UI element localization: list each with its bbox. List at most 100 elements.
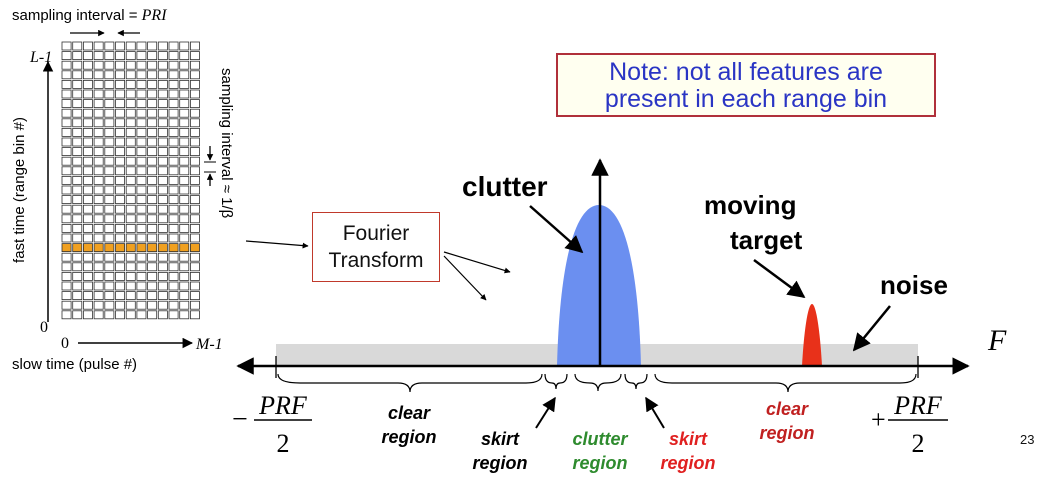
matrix-cell — [136, 195, 147, 205]
matrix-cell — [157, 156, 168, 166]
matrix-cell — [179, 281, 190, 291]
matrix-cell — [104, 147, 115, 157]
matrix-cell — [189, 80, 200, 89]
matrix-cell — [115, 233, 126, 243]
matrix-cell — [157, 214, 168, 224]
matrix-cell — [136, 175, 147, 185]
matrix-cell — [104, 233, 115, 243]
frequency-axis-label: F — [987, 324, 1007, 357]
matrix-cell — [125, 70, 136, 80]
matrix-cell — [72, 70, 83, 80]
matrix-cell — [168, 291, 179, 301]
matrix-cell — [93, 156, 104, 166]
matrix-cell — [115, 70, 126, 80]
highlighted-range-bin-cell — [104, 243, 115, 253]
highlighted-range-bin-cell — [179, 243, 190, 253]
matrix-cell — [147, 300, 158, 310]
matrix-cell — [168, 195, 179, 205]
matrix-cell — [72, 195, 83, 205]
matrix-cell — [168, 156, 179, 166]
matrix-cell — [189, 310, 200, 320]
clutter-region-line2: region — [572, 453, 627, 473]
matrix-cell — [61, 204, 72, 214]
matrix-cell — [189, 51, 200, 60]
matrix-cell — [72, 108, 83, 118]
matrix-cell — [115, 80, 126, 89]
matrix-cell — [104, 99, 115, 108]
matrix-cell — [147, 185, 158, 195]
matrix-cell — [115, 60, 126, 70]
matrix-cell — [125, 175, 136, 185]
matrix-cell — [168, 300, 179, 310]
skirt-region-left-line2: region — [472, 453, 527, 473]
matrix-cell — [168, 310, 179, 320]
matrix-cell — [189, 252, 200, 262]
clear-region-right-line2: region — [759, 423, 814, 443]
matrix-cell — [189, 262, 200, 272]
matrix-cell — [61, 166, 72, 176]
matrix-cell — [93, 89, 104, 99]
matrix-cell — [136, 70, 147, 80]
matrix-cell — [147, 60, 158, 70]
matrix-cell — [115, 223, 126, 233]
matrix-cell — [83, 223, 93, 233]
highlighted-range-bin-cell — [83, 243, 93, 253]
matrix-cell — [115, 99, 126, 108]
matrix-cell — [179, 204, 190, 214]
matrix-cell — [125, 41, 136, 51]
matrix-cell — [189, 281, 200, 291]
matrix-cell — [179, 156, 190, 166]
matrix-cell — [115, 108, 126, 118]
matrix-cell — [93, 60, 104, 70]
moving-target-label-line1: moving — [704, 190, 796, 220]
matrix-cell — [136, 118, 147, 128]
matrix-cell — [168, 108, 179, 118]
moving-target-pointer-arrow — [753, 258, 806, 299]
matrix-cell — [61, 137, 72, 147]
matrix-cell — [115, 51, 126, 60]
y-max-label: L-1 — [29, 49, 52, 66]
matrix-cell — [72, 291, 83, 301]
matrix-cell — [179, 252, 190, 262]
matrix-cell — [147, 137, 158, 147]
matrix-cell — [136, 41, 147, 51]
matrix-cell — [157, 291, 168, 301]
matrix-cell — [189, 89, 200, 99]
clear-region-right-brace — [654, 373, 917, 393]
matrix-cell — [147, 127, 158, 137]
matrix-cell — [115, 185, 126, 195]
matrix-cell — [115, 147, 126, 157]
matrix-cell — [136, 281, 147, 291]
matrix-cell — [179, 60, 190, 70]
matrix-cell — [93, 252, 104, 262]
matrix-cell — [115, 195, 126, 205]
matrix-cell — [115, 214, 126, 224]
matrix-cell — [83, 60, 93, 70]
matrix-cell — [61, 147, 72, 157]
clear-region-right-line1: clear — [766, 399, 809, 419]
matrix-cell — [179, 214, 190, 224]
matrix-cell — [72, 223, 83, 233]
matrix-cell — [72, 175, 83, 185]
matrix-cell — [147, 89, 158, 99]
matrix-cell — [189, 108, 200, 118]
matrix-cell — [136, 185, 147, 195]
matrix-cell — [168, 118, 179, 128]
matrix-cell — [93, 281, 104, 291]
matrix-cell — [157, 118, 168, 128]
matrix-cell — [83, 175, 93, 185]
skirt-right-pointer-arrow — [645, 396, 665, 429]
matrix-cell — [189, 60, 200, 70]
matrix-cell — [179, 291, 190, 301]
matrix-cell — [93, 147, 104, 157]
matrix-cell — [61, 300, 72, 310]
matrix-cell — [125, 166, 136, 176]
matrix-cell — [136, 310, 147, 320]
highlighted-range-bin-cell — [61, 243, 72, 253]
matrix-cell — [168, 80, 179, 89]
matrix-cell — [93, 99, 104, 108]
matrix-cell — [136, 204, 147, 214]
range-sampling-interval-label: sampling interval ≈ 1/β — [218, 68, 235, 219]
sampling-interval-pri-label: sampling interval = PRI — [12, 7, 167, 24]
matrix-cell — [168, 51, 179, 60]
